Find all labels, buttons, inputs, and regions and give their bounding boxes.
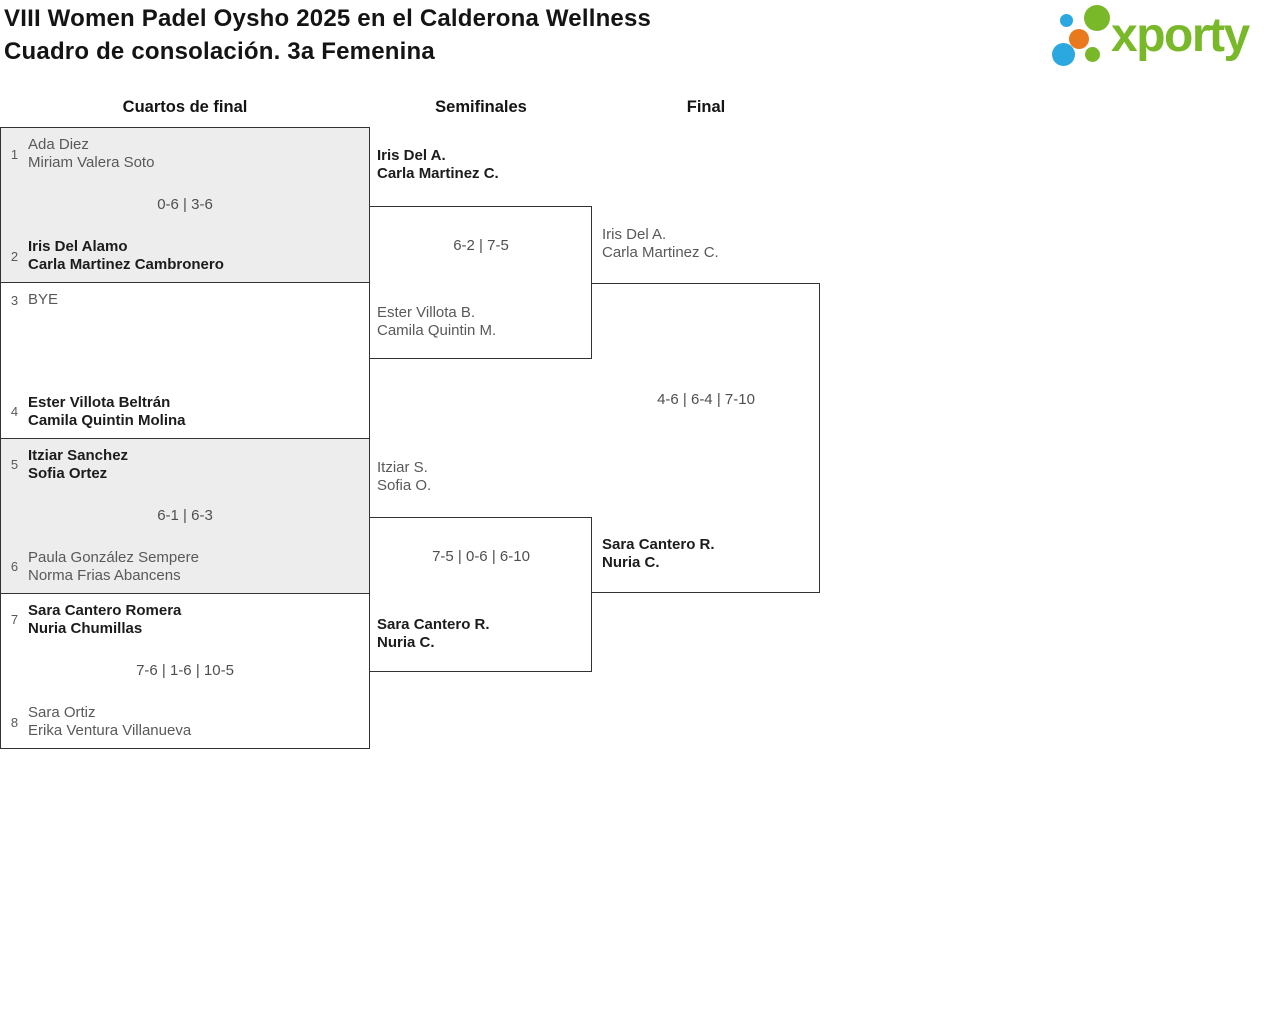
team-entry: 6 Paula González Sempere Norma Frias Aba… bbox=[1, 549, 369, 593]
player-name: Iris Del Alamo bbox=[28, 238, 128, 256]
team-entry: 8 Sara Ortiz Erika Ventura Villanueva bbox=[1, 704, 369, 748]
match-score: 6-1 | 6-3 bbox=[157, 506, 213, 524]
page-title-line1: VIII Women Padel Oysho 2025 en el Calder… bbox=[4, 5, 652, 32]
team-names: Sara Cantero Romera Nuria Chumillas bbox=[28, 602, 181, 638]
player-name: Nuria C. bbox=[377, 634, 435, 651]
logo-dot-icon bbox=[1060, 14, 1073, 27]
player-name: Itziar S. bbox=[377, 459, 428, 476]
team-names: Iris Del A. Carla Martinez C. bbox=[377, 147, 499, 183]
match-box-qf1: 1 Ada Diez Miriam Valera Soto 0-6 | 3-6 … bbox=[1, 128, 369, 284]
logo-dot-icon bbox=[1069, 29, 1089, 49]
player-name: Sara Ortiz bbox=[28, 704, 96, 721]
team-names: Sara Cantero R. Nuria C. bbox=[602, 536, 715, 572]
player-name: Ada Diez bbox=[28, 136, 89, 153]
logo-dot-icon bbox=[1085, 47, 1100, 62]
match-score: 7-6 | 1-6 | 10-5 bbox=[136, 661, 234, 679]
match-score: 4-6 | 6-4 | 7-10 bbox=[657, 391, 755, 408]
seed-number: 1 bbox=[10, 146, 19, 162]
player-name: Nuria Chumillas bbox=[28, 619, 143, 637]
match-score: 0-6 | 3-6 bbox=[157, 196, 213, 214]
team-names: Ada Diez Miriam Valera Soto bbox=[28, 136, 154, 172]
match-box-qf4: 7 Sara Cantero Romera Nuria Chumillas 7-… bbox=[1, 594, 369, 748]
player-name: BYE bbox=[28, 291, 59, 309]
seed-number: 7 bbox=[10, 612, 19, 628]
player-name: Itziar Sanchez bbox=[28, 446, 129, 464]
team-names: Itziar S. Sofia O. bbox=[377, 459, 431, 495]
page-title-line2: Cuadro de consolación. 3a Femenina bbox=[4, 38, 435, 65]
player-name: Sofia O. bbox=[377, 477, 432, 494]
page-title: VIII Women Padel Oysho 2025 en el Calder… bbox=[4, 2, 651, 68]
seed-number: 2 bbox=[10, 248, 19, 264]
team-entry: 2 Iris Del Alamo Carla Martinez Cambrone… bbox=[1, 238, 369, 282]
team-entry: 1 Ada Diez Miriam Valera Soto bbox=[1, 128, 369, 172]
player-name: Nuria C. bbox=[602, 554, 660, 571]
seed-number: 5 bbox=[10, 457, 19, 472]
player-name: Carla Martinez C. bbox=[602, 244, 719, 261]
player-name: Sara Cantero Romera bbox=[28, 601, 182, 619]
player-name: Paula González Sempere bbox=[28, 548, 199, 566]
seed-number: 3 bbox=[10, 292, 19, 308]
team-names: BYE bbox=[28, 291, 58, 309]
player-name: Sara Cantero R. bbox=[602, 536, 715, 553]
match-score: 7-5 | 0-6 | 6-10 bbox=[432, 548, 530, 565]
player-name: Iris Del A. bbox=[602, 226, 667, 243]
player-name: Camila Quintin M. bbox=[377, 322, 497, 339]
round-header-semifinals: Semifinales bbox=[435, 98, 527, 116]
team-entry: 7 Sara Cantero Romera Nuria Chumillas bbox=[1, 594, 369, 638]
match-box-sf2 bbox=[370, 517, 592, 672]
player-name: Miriam Valera Soto bbox=[28, 154, 155, 171]
team-names: Ester Villota Beltrán Camila Quintin Mol… bbox=[28, 394, 186, 430]
team-entry: 5 Itziar Sanchez Sofia Ortez bbox=[1, 439, 369, 483]
player-name: Sofia Ortez bbox=[28, 464, 108, 482]
round-header-quarterfinals: Cuartos de final bbox=[122, 98, 248, 116]
team-names: Ester Villota B. Camila Quintin M. bbox=[377, 304, 496, 340]
match-box-qf3: 5 Itziar Sanchez Sofia Ortez 6-1 | 6-3 6… bbox=[1, 438, 369, 594]
player-name: Norma Frias Abancens bbox=[28, 566, 181, 584]
team-names: Itziar Sanchez Sofia Ortez bbox=[28, 447, 128, 483]
quarterfinals-column: 1 Ada Diez Miriam Valera Soto 0-6 | 3-6 … bbox=[0, 127, 370, 749]
round-header-final: Final bbox=[686, 98, 726, 116]
xporty-logo[interactable]: xporty bbox=[1045, 0, 1280, 75]
player-name: Ester Villota Beltrán bbox=[28, 393, 171, 411]
logo-wordmark: xporty bbox=[1111, 9, 1250, 62]
team-names: Iris Del A. Carla Martinez C. bbox=[602, 226, 719, 262]
player-name: Erika Ventura Villanueva bbox=[28, 722, 192, 739]
seed-number: 4 bbox=[10, 404, 19, 419]
player-name: Camila Quintin Molina bbox=[28, 411, 186, 429]
match-box-qf2: 3 BYE 4 Ester Villota Beltrán Camila Qui… bbox=[1, 283, 369, 439]
team-names: Sara Ortiz Erika Ventura Villanueva bbox=[28, 704, 191, 740]
match-box-final bbox=[592, 283, 820, 593]
logo-dot-icon bbox=[1052, 43, 1075, 66]
player-name: Carla Martinez C. bbox=[377, 165, 499, 182]
player-name: Sara Cantero R. bbox=[377, 616, 490, 633]
logo-dot-icon bbox=[1084, 5, 1110, 31]
player-name: Iris Del A. bbox=[377, 147, 446, 164]
team-entry: 3 BYE bbox=[1, 283, 369, 309]
player-name: Ester Villota B. bbox=[377, 304, 476, 321]
team-names: Sara Cantero R. Nuria C. bbox=[377, 616, 490, 652]
match-score: 6-2 | 7-5 bbox=[453, 237, 509, 254]
seed-number: 8 bbox=[10, 714, 19, 730]
match-box-sf1 bbox=[370, 206, 592, 359]
team-entry: 4 Ester Villota Beltrán Camila Quintin M… bbox=[1, 394, 369, 438]
player-name: Carla Martinez Cambronero bbox=[28, 256, 224, 274]
team-names: Paula González Sempere Norma Frias Abanc… bbox=[28, 549, 199, 585]
team-names: Iris Del Alamo Carla Martinez Cambronero bbox=[28, 238, 224, 274]
seed-number: 6 bbox=[10, 559, 19, 575]
